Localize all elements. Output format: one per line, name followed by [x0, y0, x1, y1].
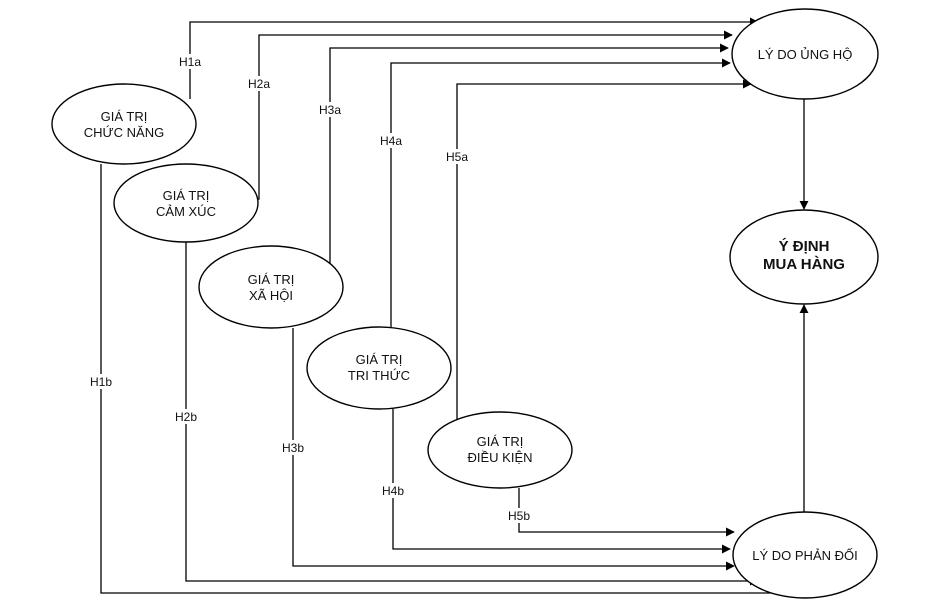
node-social-line1: GIÁ TRỊ: [248, 272, 295, 287]
edge-h5a: [456, 79, 752, 419]
svg-text:H3a: H3a: [319, 103, 341, 117]
node-functional-line2: CHỨC NĂNG: [84, 125, 164, 140]
node-social-line2: XÃ HỘI: [249, 288, 293, 303]
svg-text:H2a: H2a: [248, 77, 270, 91]
node-functional-value: GIÁ TRỊ CHỨC NĂNG: [51, 83, 197, 165]
node-conditional-value: GIÁ TRỊ ĐIỀU KIỆN: [427, 411, 573, 489]
node-epistemic-value: GIÁ TRỊ TRI THỨC: [306, 326, 452, 410]
svg-text:H4a: H4a: [380, 134, 402, 148]
edge-label-h5a: H5a: [444, 149, 470, 164]
edge-h1b: [100, 164, 803, 598]
edge-label-h2b: H2b: [173, 409, 199, 424]
svg-text:H5a: H5a: [446, 150, 468, 164]
node-support-reasons: LÝ DO ỦNG HỘ: [731, 8, 879, 100]
edge-label-h4a: H4a: [378, 133, 404, 148]
edge-label-h4b: H4b: [380, 483, 406, 498]
svg-text:H1b: H1b: [90, 375, 112, 389]
svg-text:H2b: H2b: [175, 410, 197, 424]
node-conditional-line1: GIÁ TRỊ: [477, 434, 524, 449]
svg-text:H1a: H1a: [179, 55, 201, 69]
node-intention-line1: Ý ĐỊNH: [779, 237, 830, 255]
node-emotional-line2: CẢM XÚC: [156, 204, 216, 219]
edge-label-h5b: H5b: [506, 508, 532, 523]
edge-h2b: [185, 241, 759, 586]
edge-h3a: [329, 43, 729, 266]
node-conditional-line2: ĐIỀU KIỆN: [467, 450, 532, 465]
node-intention-line2: MUA HÀNG: [763, 256, 845, 273]
edge-h4b: [392, 409, 731, 554]
edge-h3b: [292, 328, 735, 571]
edge-label-h2a: H2a: [246, 76, 272, 91]
node-functional-line1: GIÁ TRỊ: [101, 109, 148, 124]
node-emotional-value: GIÁ TRỊ CẢM XÚC: [113, 163, 259, 243]
node-support-label: LÝ DO ỦNG HỘ: [758, 47, 853, 62]
edge-h4a: [390, 58, 731, 327]
svg-text:H4b: H4b: [382, 484, 404, 498]
edge-h5b: [518, 488, 735, 537]
edge-label-h3a: H3a: [317, 102, 343, 117]
node-oppose-label: LÝ DO PHẢN ĐỐI: [752, 548, 857, 563]
edge-label-h3b: H3b: [280, 440, 306, 455]
svg-text:H5b: H5b: [508, 509, 530, 523]
node-epistemic-line1: GIÁ TRỊ: [356, 352, 403, 367]
node-social-value: GIÁ TRỊ XÃ HỘI: [198, 245, 344, 329]
edge-h1a: [189, 17, 759, 99]
node-oppose-reasons: LÝ DO PHẢN ĐỐI: [732, 511, 878, 599]
node-purchase-intention: Ý ĐỊNH MUA HÀNG: [729, 209, 879, 305]
node-epistemic-line2: TRI THỨC: [348, 368, 410, 383]
node-emotional-line1: GIÁ TRỊ: [163, 188, 210, 203]
edge-label-h1b: H1b: [88, 374, 114, 389]
svg-text:H3b: H3b: [282, 441, 304, 455]
edge-label-h1a: H1a: [177, 54, 203, 69]
